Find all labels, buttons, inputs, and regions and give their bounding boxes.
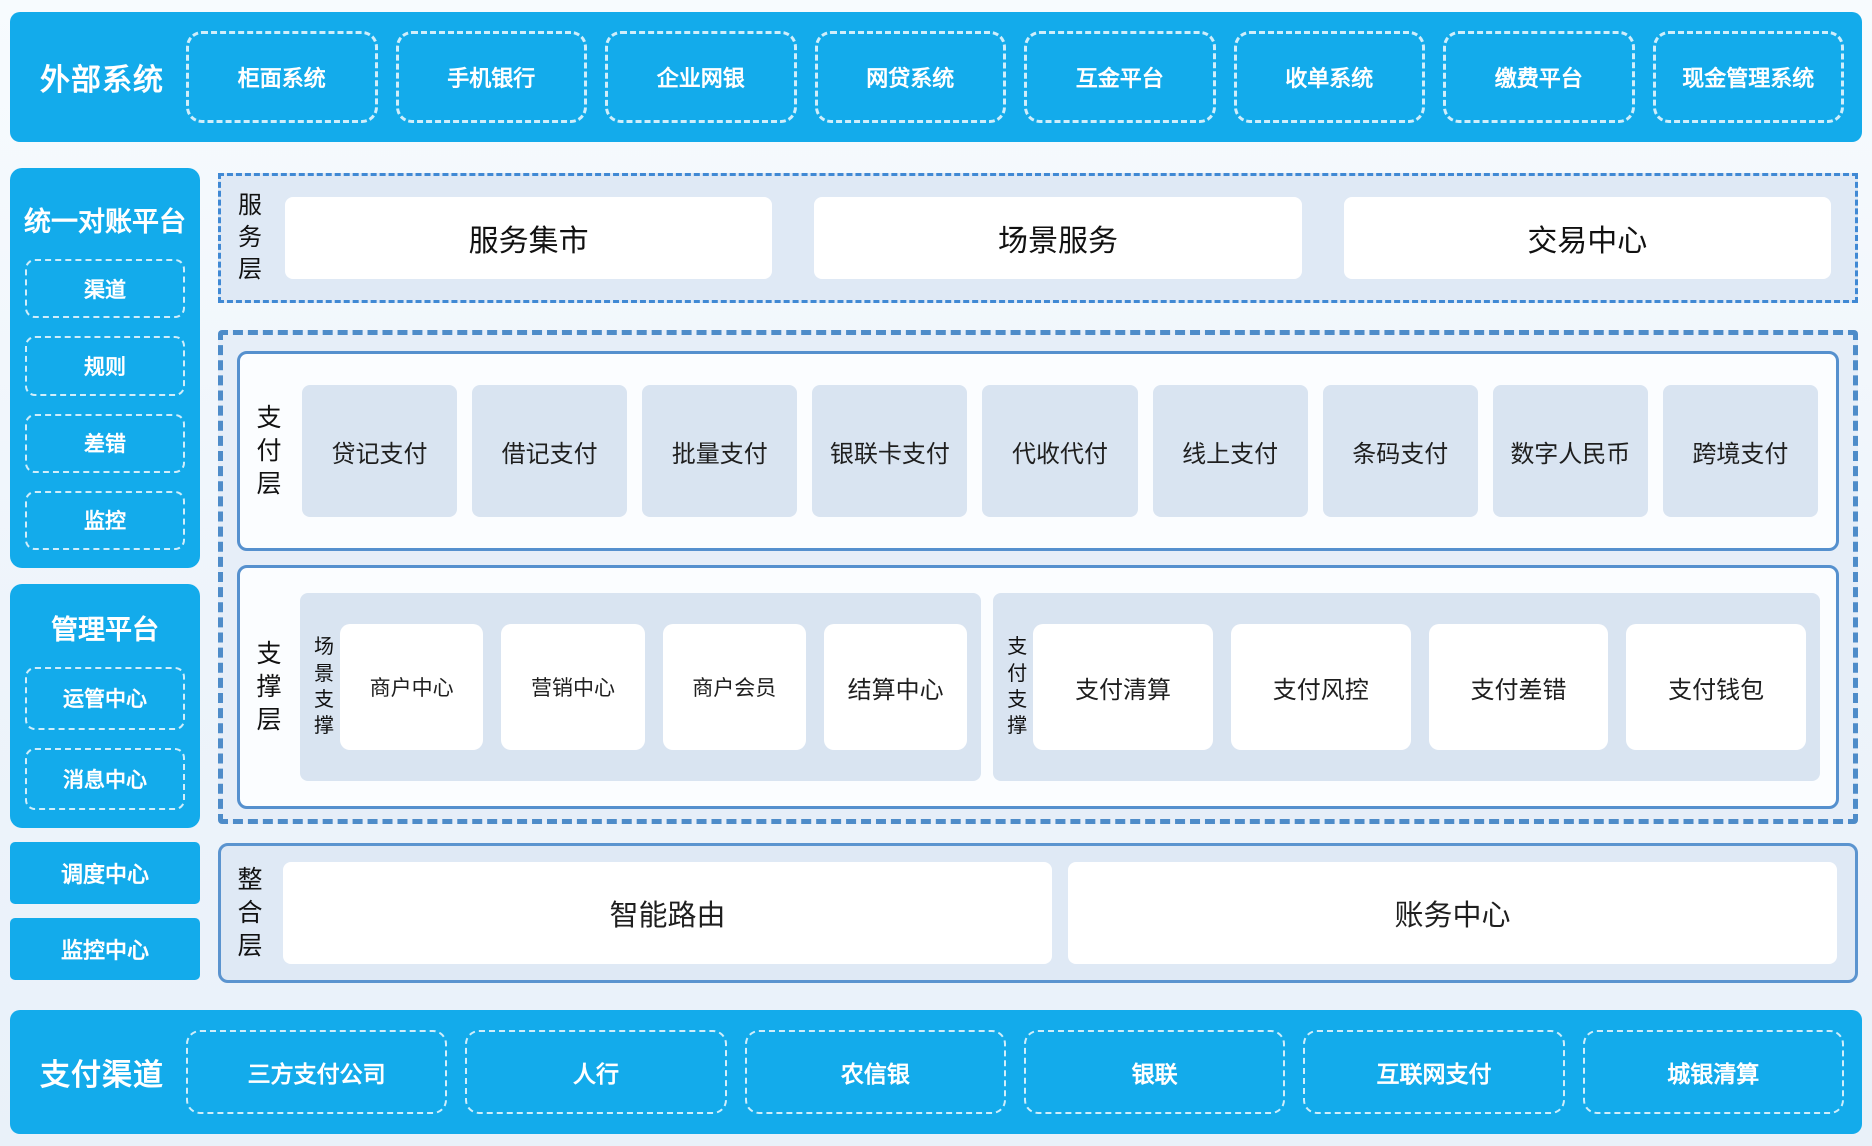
payment-support-label: 支付支撑 xyxy=(1007,636,1028,738)
external-system-node: 企业网银 xyxy=(605,31,797,123)
payment-node: 代收代付 xyxy=(982,385,1138,517)
service-node: 服务集市 xyxy=(285,197,773,279)
payment-channel-node: 互联网支付 xyxy=(1303,1030,1565,1114)
payment-layer-label: 支付层 xyxy=(256,403,282,498)
payment-support-group: 支付支撑 支付清算 支付风控 支付差错 支付钱包 xyxy=(993,593,1820,781)
external-systems-items: 柜面系统 手机银行 企业网银 网贷系统 互金平台 收单系统 缴费平台 现金管理系… xyxy=(186,31,1844,123)
external-system-node: 收单系统 xyxy=(1233,31,1425,123)
payment-node: 银联卡支付 xyxy=(812,385,968,517)
support-node: 支付差错 xyxy=(1428,624,1609,750)
support-node: 商户中心 xyxy=(340,624,484,750)
dispatch-center-node: 调度中心 xyxy=(10,842,200,904)
payment-channel-node: 人行 xyxy=(465,1030,727,1114)
support-node: 支付清算 xyxy=(1033,624,1213,750)
payment-node: 条码支付 xyxy=(1322,385,1478,517)
external-system-node: 手机银行 xyxy=(395,31,587,123)
payment-channel-node: 城银清算 xyxy=(1582,1030,1844,1114)
integration-layer: 整合层 智能路由 账务中心 xyxy=(218,843,1858,983)
reconciliation-node: 规则 xyxy=(25,336,185,396)
management-node: 运管中心 xyxy=(25,667,185,730)
payment-node: 贷记支付 xyxy=(302,385,458,517)
integration-node: 智能路由 xyxy=(283,862,1052,964)
support-node: 营销中心 xyxy=(501,624,645,750)
payment-channels-items: 三方支付公司 人行 农信银 银联 互联网支付 城银清算 xyxy=(186,1030,1844,1114)
external-systems-title: 外部系统 xyxy=(40,64,164,97)
reconciliation-node: 监控 xyxy=(25,490,185,550)
support-layer-label: 支撑层 xyxy=(256,639,282,734)
reconciliation-platform-title: 统一对账平台 xyxy=(24,207,186,237)
service-layer: 服务层 服务集市 场景服务 交易中心 xyxy=(218,173,1858,303)
management-node: 消息中心 xyxy=(25,747,185,810)
payment-node: 批量支付 xyxy=(642,385,798,517)
support-layer: 支撑层 场景支撑 商户中心 营销中心 商户会员 结算中心 支付支撑 支付清算 支… xyxy=(237,565,1839,809)
payment-channel-node: 银联 xyxy=(1023,1030,1286,1114)
scenario-support-group: 场景支撑 商户中心 营销中心 商户会员 结算中心 xyxy=(300,593,982,781)
payment-channels-bar: 支付渠道 三方支付公司 人行 农信银 银联 互联网支付 城银清算 xyxy=(10,1010,1862,1134)
external-system-node: 缴费平台 xyxy=(1443,31,1635,123)
monitor-center-node: 监控中心 xyxy=(10,918,200,980)
service-node: 交易中心 xyxy=(1343,197,1831,279)
reconciliation-platform-panel: 统一对账平台 渠道 规则 差错 监控 xyxy=(10,168,200,568)
external-system-node: 柜面系统 xyxy=(186,31,378,123)
external-system-node: 现金管理系统 xyxy=(1652,31,1844,123)
support-node: 支付风控 xyxy=(1230,624,1411,750)
payment-node: 数字人民币 xyxy=(1492,385,1648,517)
payment-node: 跨境支付 xyxy=(1662,385,1818,517)
integration-layer-label: 整合层 xyxy=(237,865,263,960)
payment-channel-node: 农信银 xyxy=(744,1030,1006,1114)
reconciliation-node: 差错 xyxy=(25,413,185,473)
support-node: 商户会员 xyxy=(662,624,806,750)
payment-node: 借记支付 xyxy=(472,385,628,517)
reconciliation-items: 渠道 规则 差错 监控 xyxy=(25,259,185,550)
external-system-node: 网贷系统 xyxy=(814,31,1006,123)
management-platform-title: 管理平台 xyxy=(51,615,159,645)
core-layers-frame: 支付层 贷记支付 借记支付 批量支付 银联卡支付 代收代付 线上支付 条码支付 … xyxy=(218,330,1858,824)
external-systems-bar: 外部系统 柜面系统 手机银行 企业网银 网贷系统 互金平台 收单系统 缴费平台 … xyxy=(10,12,1862,142)
service-node: 场景服务 xyxy=(814,197,1302,279)
payment-channels-title: 支付渠道 xyxy=(40,1059,164,1092)
management-items: 运管中心 消息中心 xyxy=(25,667,185,810)
external-system-node: 互金平台 xyxy=(1024,31,1216,123)
payment-channel-node: 三方支付公司 xyxy=(186,1030,448,1114)
reconciliation-node: 渠道 xyxy=(25,259,185,319)
payment-node: 线上支付 xyxy=(1152,385,1308,517)
scenario-support-label: 场景支撑 xyxy=(314,636,334,738)
management-platform-panel: 管理平台 运管中心 消息中心 xyxy=(10,584,200,828)
integration-node: 账务中心 xyxy=(1068,862,1837,964)
payment-layer: 支付层 贷记支付 借记支付 批量支付 银联卡支付 代收代付 线上支付 条码支付 … xyxy=(237,351,1839,551)
service-layer-label: 服务层 xyxy=(238,192,262,283)
support-node: 结算中心 xyxy=(823,624,968,750)
support-node: 支付钱包 xyxy=(1626,624,1807,750)
